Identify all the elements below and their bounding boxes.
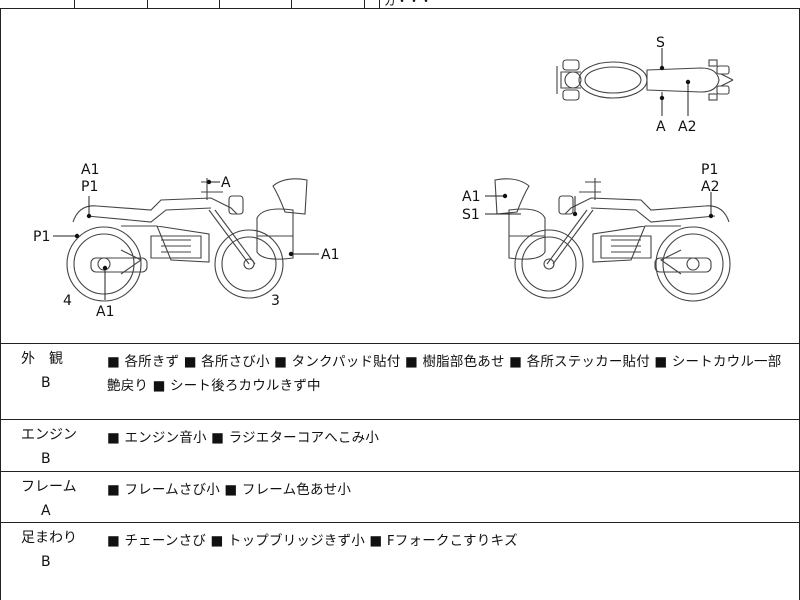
top-table-strip: ガ・・・ (0, 0, 800, 9)
label-right-a1: A1 (462, 189, 480, 205)
strip-cell (220, 0, 292, 9)
section-grade: A (41, 503, 51, 519)
section-grade: B (41, 375, 51, 391)
strip-cell (0, 0, 75, 9)
strip-cell (148, 0, 220, 9)
label-right-a2: A2 (701, 179, 719, 195)
strip-text: ガ・・・ (384, 0, 433, 8)
label-right-p1: P1 (701, 162, 718, 178)
section-items: ■ フレームさび小 ■ フレーム色あせ小 (107, 482, 352, 498)
label-left-wheel-4: 4 (63, 293, 72, 309)
section-suspension: 足まわり B ■ チェーンさび ■ トップブリッジきず小 ■ Fフォークこすりキ… (0, 523, 800, 600)
section-grade: B (41, 554, 51, 570)
label-left-p1: P1 (33, 229, 50, 245)
section-label: エンジン (21, 427, 77, 443)
section-items: ■ エンジン音小 ■ ラジエターコアへこみ小 (107, 430, 380, 446)
section-exterior: 外 観 B ■ 各所きず ■ 各所さび小 ■ タンクパッド貼付 ■ 樹脂部色あせ… (0, 344, 800, 420)
right-view-bike (494, 178, 731, 302)
section-label: フレーム (21, 479, 77, 495)
label-top-a2: A2 (678, 119, 696, 135)
label-left-a1-bottom: A1 (96, 304, 114, 320)
section-frame: フレーム A ■ フレームさび小 ■ フレーム色あせ小 (0, 472, 800, 523)
label-top-s: S (656, 35, 665, 51)
strip-cell (75, 0, 148, 9)
motorcycle-diagram-svg: S A A2 A1 P1 P1 A A1 A1 4 3 A1 S1 P1 A2 (33, 35, 734, 320)
label-left-a-tank: A (221, 175, 231, 191)
section-items: ■ チェーンさび ■ トップブリッジきず小 ■ Fフォークこすりキズ (107, 533, 518, 549)
label-left-wheel-3: 3 (271, 293, 280, 309)
damage-diagram: S A A2 A1 P1 P1 A A1 A1 4 3 A1 S1 P1 A2 (0, 9, 800, 344)
label-left-a1-top: A1 (81, 162, 99, 178)
section-label: 足まわり (21, 530, 77, 546)
top-view-bike (556, 59, 734, 101)
label-left-p1-top: P1 (81, 179, 98, 195)
label-top-a: A (656, 119, 666, 135)
section-label: 外 観 (21, 351, 63, 367)
strip-cell (292, 0, 365, 9)
section-items: ■ 各所きず ■ 各所さび小 ■ タンクパッド貼付 ■ 樹脂部色あせ ■ 各所ス… (107, 354, 782, 394)
left-view-bike (66, 178, 308, 302)
label-right-s1: S1 (462, 207, 480, 223)
strip-cell (365, 0, 380, 9)
label-left-a1-rear: A1 (321, 247, 339, 263)
section-engine: エンジン B ■ エンジン音小 ■ ラジエターコアへこみ小 (0, 420, 800, 472)
section-grade: B (41, 451, 51, 467)
